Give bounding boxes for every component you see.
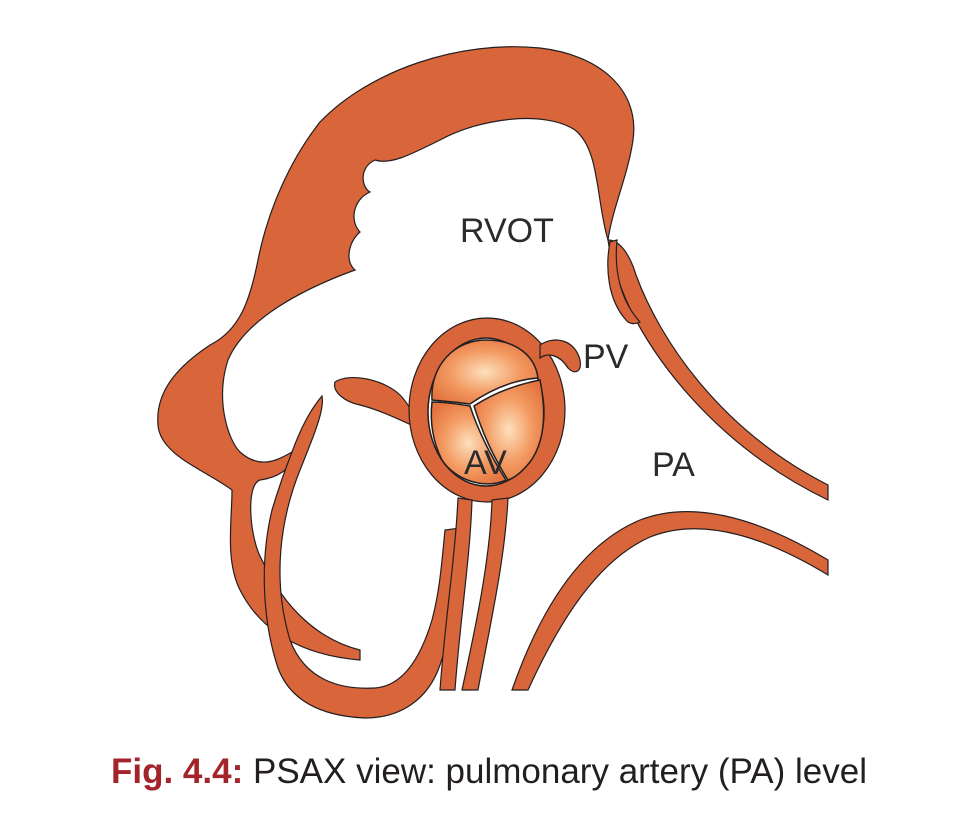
label-pv: PV [583,338,629,376]
pulmonary-artery-inner-flap [607,239,641,325]
label-av: AV [464,444,507,482]
psax-diagram: RVOT PV AV PA [157,46,829,719]
pulmonary-artery-upper-wall [607,239,829,501]
aortic-cusp-top [431,339,539,405]
pulmonary-artery-lower-wall [511,511,829,691]
figure-number: Fig. 4.4: [111,752,244,791]
pulmonary-valve-leaflet [539,339,581,373]
aortic-stem [439,497,473,691]
aortic-cusp-right [473,379,545,481]
aortic-stem-right [461,497,509,691]
septum-band [263,394,461,719]
figure-caption-text: PSAX view: pulmonary artery (PA) level [252,752,867,791]
septal-flap [334,376,419,430]
aortic-cusp-left [430,401,508,485]
label-pa: PA [652,446,695,484]
label-rvot: RVOT [460,212,554,250]
figure-caption: Fig. 4.4: PSAX view: pulmonary artery (P… [0,752,978,792]
